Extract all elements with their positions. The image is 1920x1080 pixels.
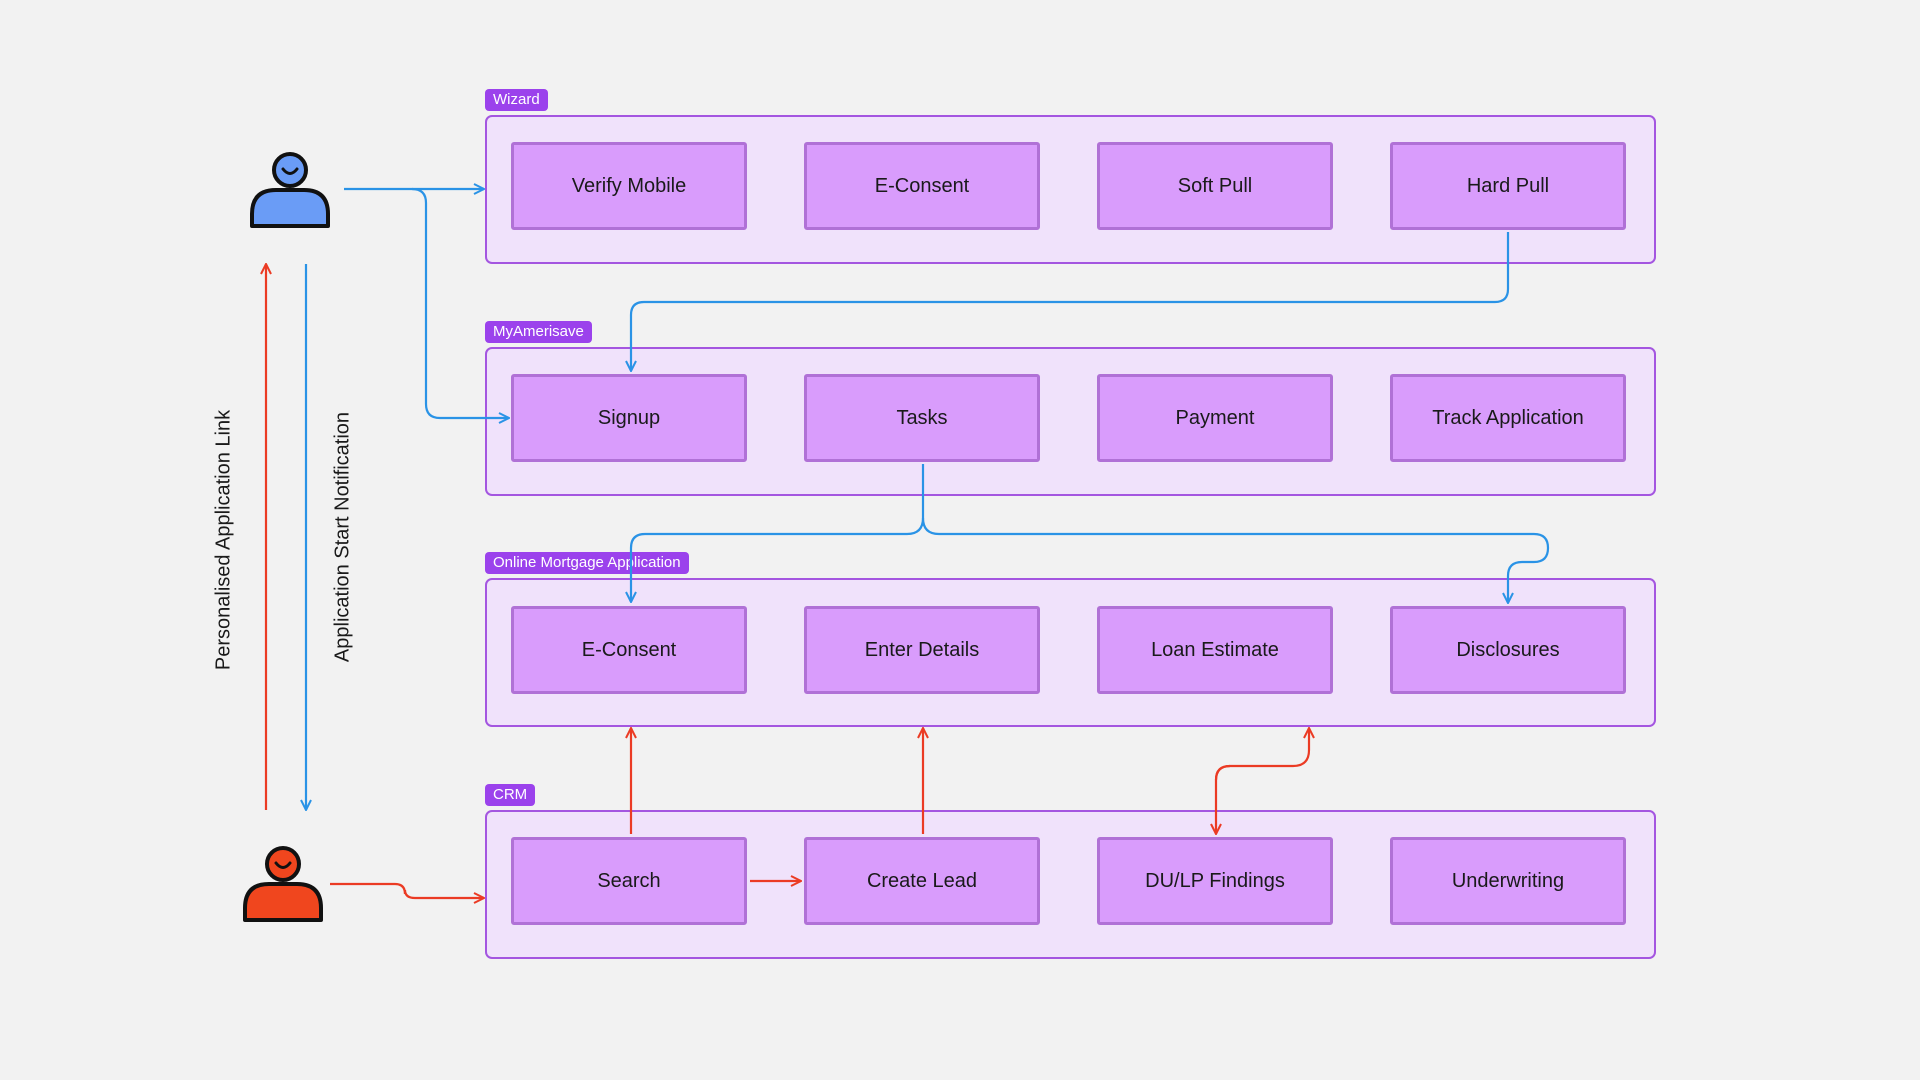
step-oma-e-consent[interactable]: E-Consent [511, 606, 747, 694]
step-enter-details[interactable]: Enter Details [804, 606, 1040, 694]
step-loan-estimate[interactable]: Loan Estimate [1097, 606, 1333, 694]
step-du-lp-findings[interactable]: DU/LP Findings [1097, 837, 1333, 925]
group-label-myamerisave: MyAmerisave [485, 321, 592, 343]
group-label-wizard: Wizard [485, 89, 548, 111]
step-signup[interactable]: Signup [511, 374, 747, 462]
hard-pull-to-signup-arrow [631, 232, 1510, 371]
group-label-online-mortgage-application: Online Mortgage Application [485, 552, 689, 574]
step-disclosures[interactable]: Disclosures [1390, 606, 1626, 694]
step-tasks[interactable]: Tasks [804, 374, 1040, 462]
tasks-to-disclosures-arrow [921, 517, 1550, 603]
step-payment[interactable]: Payment [1097, 374, 1333, 462]
step-create-lead[interactable]: Create Lead [804, 837, 1040, 925]
customer-person-icon [250, 152, 330, 228]
du-lp-loan-estimate-bidirectional-arrow [1216, 728, 1309, 834]
step-wizard-e-consent[interactable]: E-Consent [804, 142, 1040, 230]
step-verify-mobile[interactable]: Verify Mobile [511, 142, 747, 230]
group-label-crm: CRM [485, 784, 536, 806]
step-search[interactable]: Search [511, 837, 747, 925]
tasks-to-e-consent-arrow [631, 464, 925, 602]
step-soft-pull[interactable]: Soft Pull [1097, 142, 1333, 230]
step-underwriting[interactable]: Underwriting [1390, 837, 1626, 925]
officer-to-crm-arrow [330, 882, 484, 898]
loan-officer-person-icon [243, 846, 323, 922]
step-hard-pull[interactable]: Hard Pull [1390, 142, 1626, 230]
customer-to-signup-arrow [411, 187, 509, 418]
step-track-application[interactable]: Track Application [1390, 374, 1626, 462]
